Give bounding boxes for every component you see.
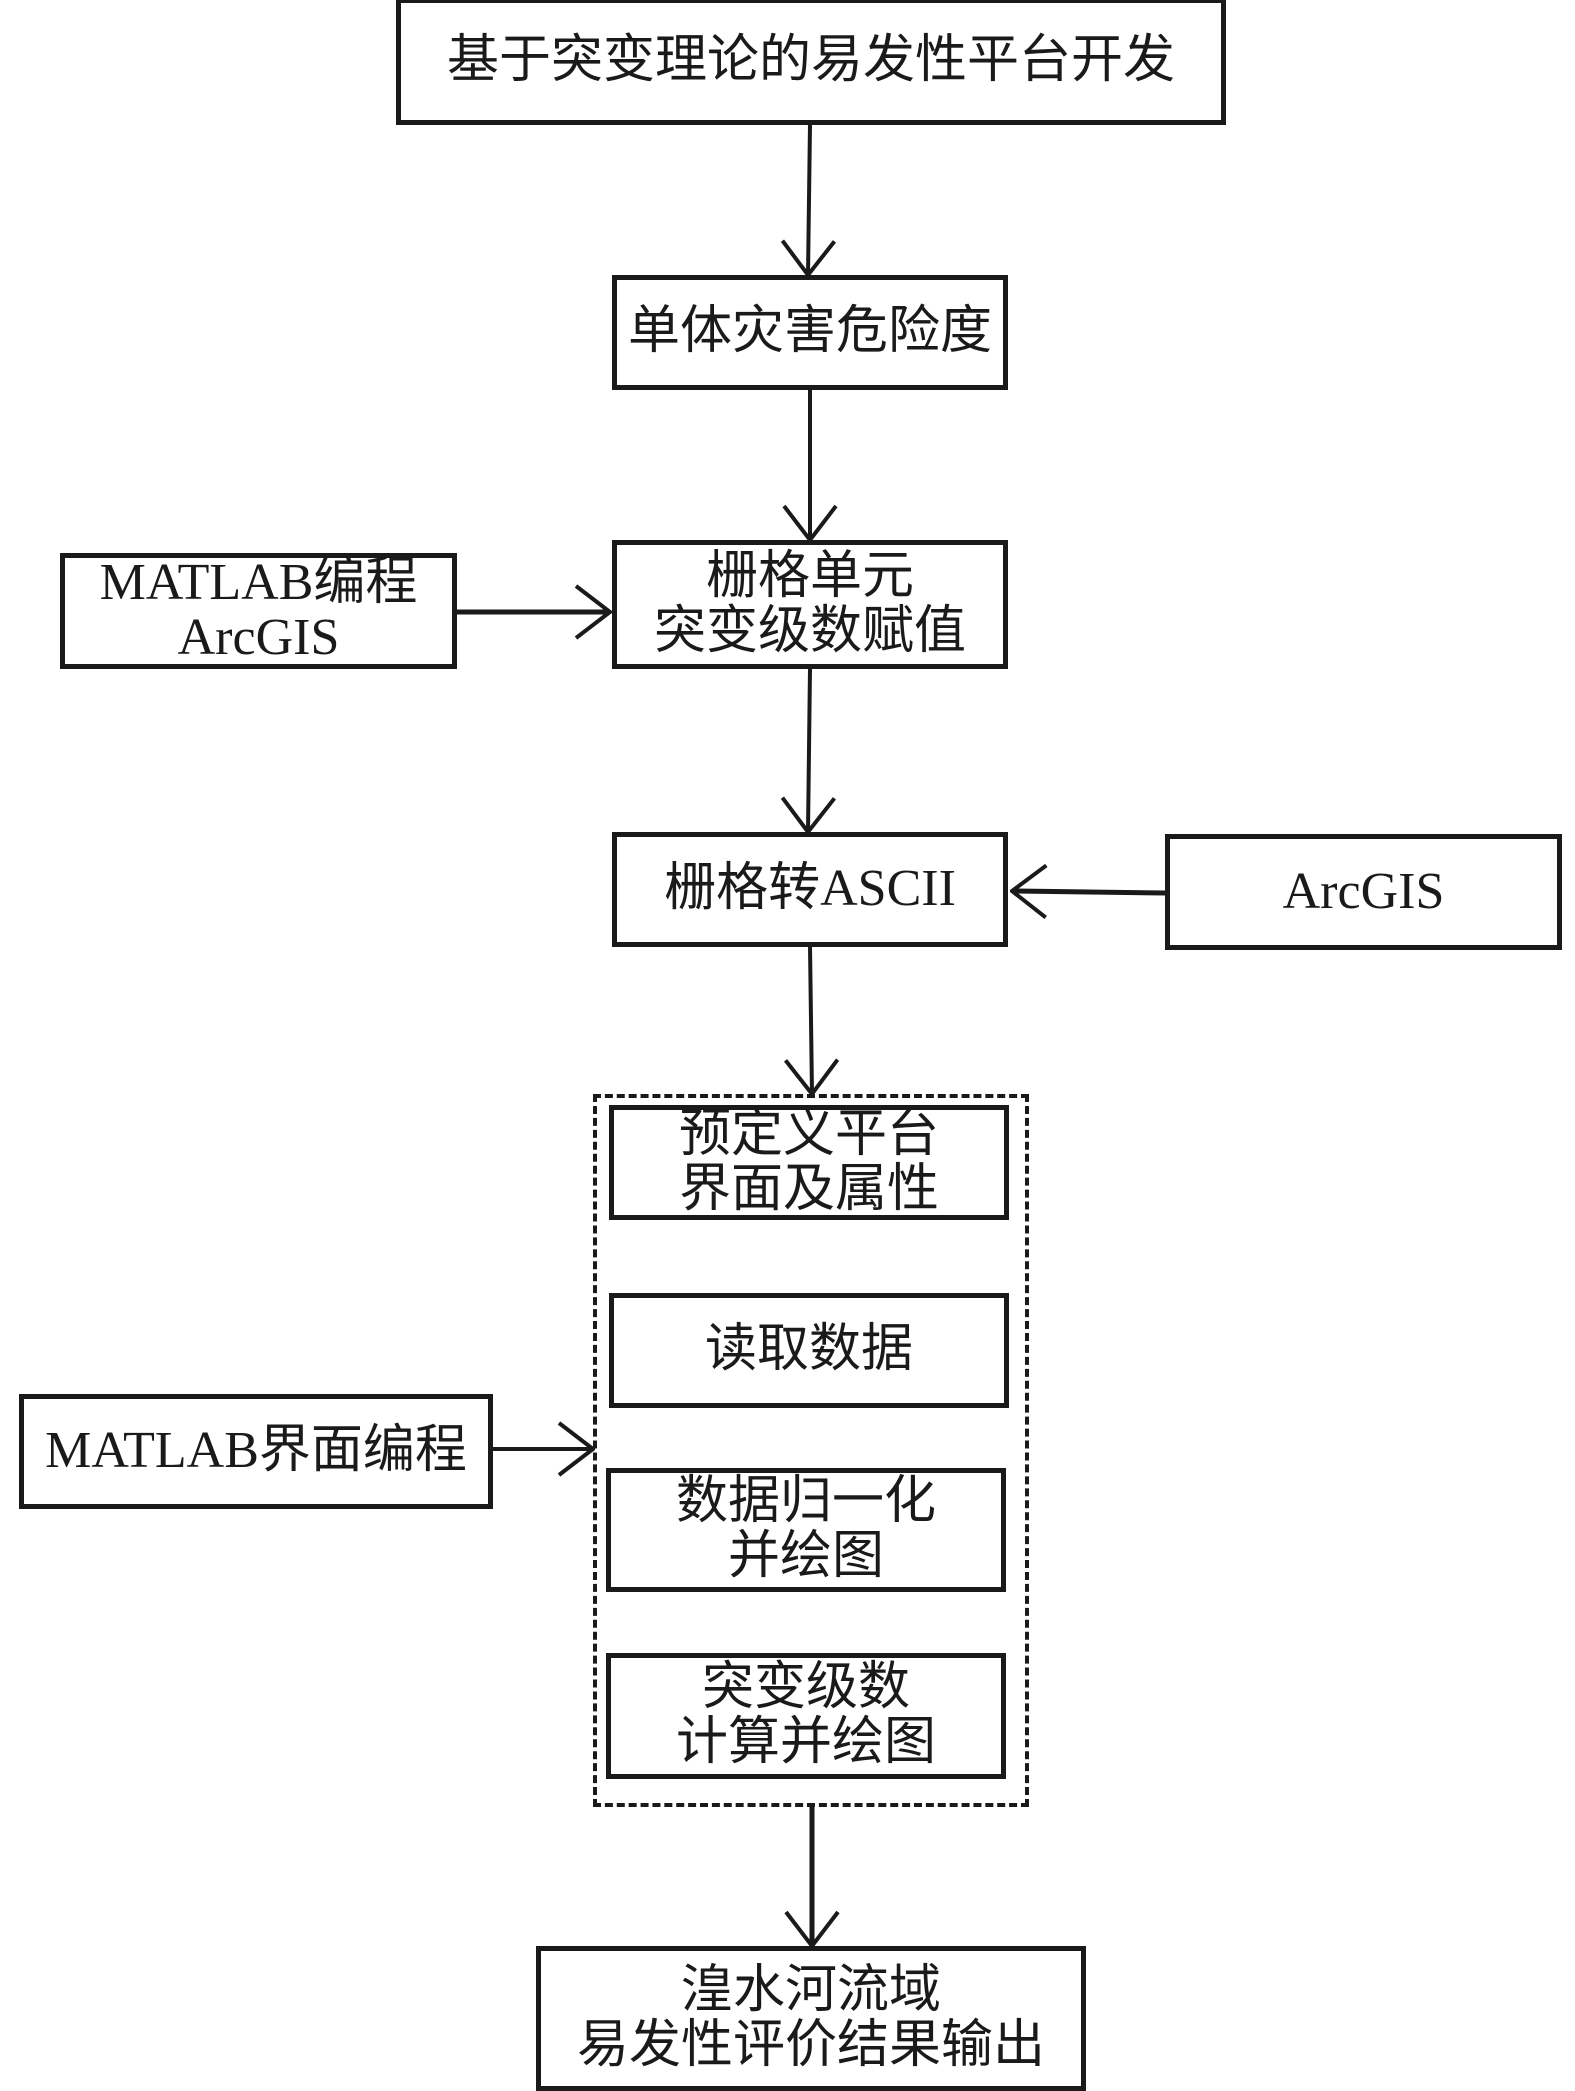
node-result-output: 湟水河流域 易发性评价结果输出 [536,1946,1086,2091]
node-label: 易发性评价结果输出 [576,2016,1045,2074]
node-matlab-arcgis: MATLAB编程 ArcGIS [60,553,457,669]
node-platform-dev: 基于突变理论的易发性平台开发 [396,0,1226,125]
node-raster-ascii: 栅格转ASCII [612,832,1008,947]
node-label: ArcGIS [1282,862,1445,920]
edge-ascii-to-group [810,945,812,1094]
node-raster-assign: 栅格单元 突变级数赋值 [612,540,1008,669]
node-label: 数据归一化 [675,1473,936,1531]
edge-raster-to-ascii [808,667,810,832]
node-label: 读取数据 [704,1321,913,1379]
edge-platform-to-hazard [808,123,810,275]
node-label: MATLAB界面编程 [45,1422,467,1480]
node-catastrophe-calc: 突变级数 计算并绘图 [606,1653,1006,1779]
node-label: 突变级数 [701,1659,910,1717]
node-single-hazard: 单体灾害危险度 [612,275,1008,390]
node-label: 预定义平台 [678,1105,939,1163]
node-label: 湟水河流域 [680,1961,941,2019]
node-matlab-ui: MATLAB界面编程 [19,1394,493,1509]
node-label: 突变级数赋值 [653,602,966,660]
node-label: 单体灾害危险度 [627,303,992,361]
platform-group [593,1094,1029,1807]
node-label: 基于突变理论的易发性平台开发 [446,32,1175,90]
node-label: 计算并绘图 [675,1714,936,1771]
node-label: ArcGIS [177,609,340,666]
node-read-data: 读取数据 [609,1293,1009,1408]
node-label: 并绘图 [727,1528,884,1585]
node-label: 界面及属性 [678,1160,939,1218]
node-label: 栅格单元 [705,547,914,605]
node-predefine-ui: 预定义平台 界面及属性 [609,1105,1009,1220]
node-arcgis: ArcGIS [1165,834,1562,950]
node-label: 栅格转ASCII [664,860,956,918]
node-label: MATLAB编程 [99,554,418,612]
node-normalize-plot: 数据归一化 并绘图 [606,1468,1006,1592]
edge-arcgis-to-ascii [1012,891,1166,893]
